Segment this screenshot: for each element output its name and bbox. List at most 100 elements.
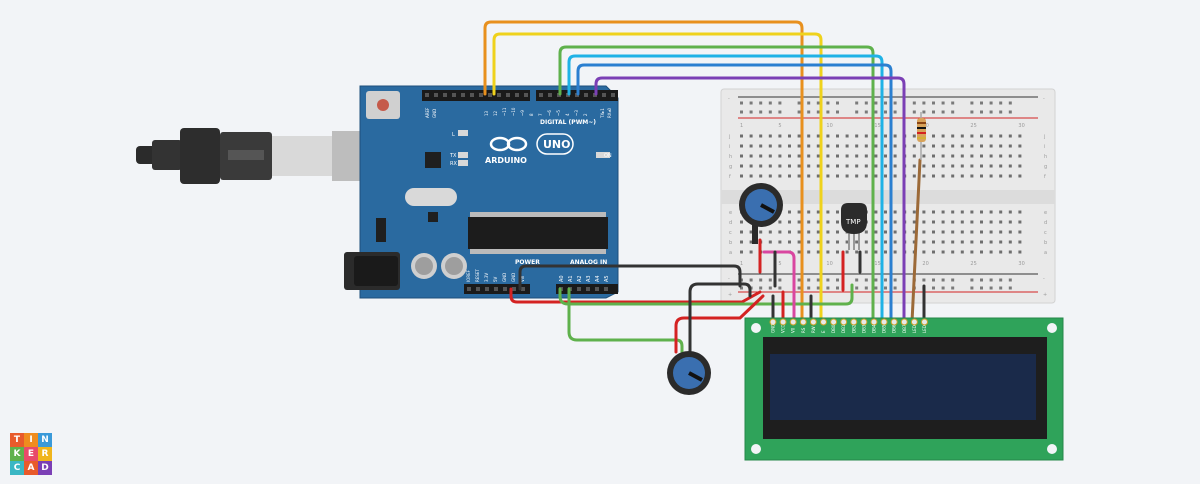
breadboard-hole[interactable] [836, 154, 839, 158]
breadboard-hole[interactable] [951, 210, 955, 214]
lcd-pin[interactable] [860, 318, 868, 326]
breadboard-hole[interactable] [855, 240, 859, 244]
breadboard-hole[interactable] [864, 154, 868, 158]
breadboard-hole[interactable] [1008, 240, 1012, 244]
resistor[interactable] [917, 112, 926, 160]
rail-hole[interactable] [807, 278, 811, 282]
breadboard-hole[interactable] [893, 240, 897, 244]
breadboard-hole[interactable] [951, 240, 955, 244]
breadboard-hole[interactable] [893, 134, 897, 138]
breadboard-hole[interactable] [826, 210, 830, 214]
rail-hole[interactable] [912, 101, 916, 105]
breadboard-hole[interactable] [816, 134, 820, 138]
breadboard-hole[interactable] [1018, 250, 1022, 254]
rail-hole[interactable] [797, 286, 801, 290]
wire-black-gnd[interactable] [518, 264, 742, 291]
breadboard-hole[interactable] [759, 154, 763, 158]
rail-hole[interactable] [932, 286, 935, 290]
rail-hole[interactable] [989, 286, 993, 290]
breadboard-hole[interactable] [749, 250, 753, 254]
breadboard-hole[interactable] [797, 240, 801, 244]
rail-hole[interactable] [999, 110, 1003, 114]
lcd-pin[interactable] [880, 318, 888, 326]
rail-hole[interactable] [826, 101, 830, 105]
breadboard-hole[interactable] [740, 164, 743, 168]
rail-hole[interactable] [778, 101, 782, 105]
breadboard-hole[interactable] [912, 230, 916, 234]
breadboard-hole[interactable] [922, 144, 926, 148]
header-pin[interactable] [467, 287, 471, 291]
breadboard-hole[interactable] [941, 174, 945, 178]
breadboard-hole[interactable] [980, 220, 983, 224]
rail-hole[interactable] [922, 101, 926, 105]
rail-hole[interactable] [941, 110, 945, 114]
lcd-pin[interactable] [921, 318, 928, 326]
arduino-uno-board[interactable]: ARDUINO UNO DIGITAL (PWM~) ON L TX RX PO… [344, 85, 619, 299]
breadboard-hole[interactable] [855, 164, 859, 168]
breadboard-hole[interactable] [932, 230, 935, 234]
wire-orange[interactable] [483, 20, 804, 324]
breadboard-hole[interactable] [740, 134, 743, 138]
rail-hole[interactable] [970, 101, 974, 105]
rail-hole[interactable] [932, 101, 935, 105]
rail-hole[interactable] [768, 286, 772, 290]
rail-hole[interactable] [884, 286, 887, 290]
rail-hole[interactable] [941, 286, 945, 290]
breadboard-hole[interactable] [960, 154, 964, 158]
breadboard-hole[interactable] [912, 174, 916, 178]
breadboard-hole[interactable] [864, 164, 868, 168]
breadboard-hole[interactable] [797, 230, 801, 234]
wire-purple[interactable] [594, 76, 906, 324]
breadboard-hole[interactable] [941, 230, 945, 234]
breadboard-hole[interactable] [768, 144, 772, 148]
breadboard-hole[interactable] [864, 134, 868, 138]
breadboard-hole[interactable] [912, 240, 916, 244]
breadboard-hole[interactable] [874, 164, 878, 168]
breadboard-hole[interactable] [941, 164, 945, 168]
breadboard-hole[interactable] [1018, 230, 1022, 234]
breadboard-hole[interactable] [932, 134, 935, 138]
breadboard-hole[interactable] [826, 144, 830, 148]
breadboard-hole[interactable] [941, 240, 945, 244]
breadboard-hole[interactable] [874, 240, 878, 244]
lcd-pin[interactable] [870, 318, 878, 326]
breadboard-hole[interactable] [1008, 164, 1012, 168]
header-pin[interactable] [512, 287, 516, 291]
breadboard-hole[interactable] [893, 250, 897, 254]
breadboard-hole[interactable] [1008, 144, 1012, 148]
rail-hole[interactable] [970, 278, 974, 282]
breadboard-hole[interactable] [922, 220, 926, 224]
breadboard-hole[interactable] [932, 240, 935, 244]
breadboard-hole[interactable] [759, 230, 763, 234]
breadboard-hole[interactable] [1008, 250, 1012, 254]
breadboard-hole[interactable] [797, 220, 801, 224]
breadboard-hole[interactable] [1008, 174, 1012, 178]
breadboard-hole[interactable] [864, 230, 868, 234]
breadboard-hole[interactable] [884, 144, 887, 148]
rail-hole[interactable] [951, 278, 955, 282]
rail-hole[interactable] [816, 110, 820, 114]
breadboard-hole[interactable] [797, 134, 801, 138]
breadboard-hole[interactable] [980, 174, 983, 178]
rail-hole[interactable] [778, 110, 782, 114]
breadboard-hole[interactable] [1018, 144, 1022, 148]
breadboard-hole[interactable] [768, 164, 772, 168]
breadboard-hole[interactable] [951, 230, 955, 234]
wire-brown[interactable] [910, 158, 922, 324]
rail-hole[interactable] [989, 278, 993, 282]
breadboard-hole[interactable] [951, 154, 955, 158]
breadboard-hole[interactable] [826, 220, 830, 224]
breadboard-hole[interactable] [836, 250, 839, 254]
breadboard-hole[interactable] [960, 240, 964, 244]
lcd-pin[interactable] [769, 318, 777, 326]
rail-hole[interactable] [864, 110, 868, 114]
breadboard-hole[interactable] [836, 220, 839, 224]
breadboard-hole[interactable] [749, 174, 753, 178]
breadboard-hole[interactable] [807, 144, 811, 148]
rail-hole[interactable] [1008, 101, 1012, 105]
breadboard-hole[interactable] [759, 164, 763, 168]
header-pin[interactable] [434, 93, 438, 97]
breadboard-hole[interactable] [1018, 220, 1022, 224]
breadboard-hole[interactable] [932, 210, 935, 214]
breadboard-hole[interactable] [941, 144, 945, 148]
